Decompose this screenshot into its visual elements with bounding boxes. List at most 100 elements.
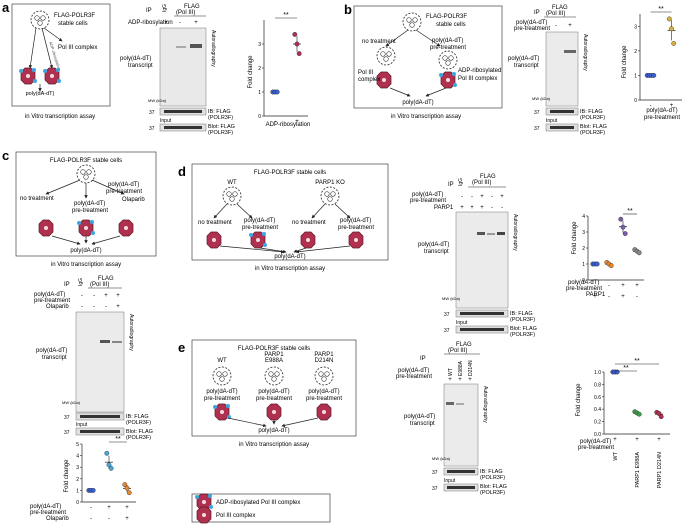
x-sign: -: [608, 294, 610, 300]
cell-icon: [30, 10, 50, 30]
data-point: [671, 41, 677, 46]
y-tick-label: 3: [258, 42, 261, 48]
treatment-label-3: PARP1: [434, 205, 454, 211]
legend-pol-label: Pol III complex: [216, 513, 255, 519]
y-axis-label: Fold change: [572, 221, 578, 255]
band: [460, 328, 504, 331]
input-label: Input: [76, 422, 88, 428]
significance-label: **: [627, 208, 633, 215]
sign: +: [480, 205, 484, 211]
x-sign: +: [593, 294, 597, 300]
sign: +: [104, 293, 108, 299]
complex-icon: [266, 403, 282, 421]
treat-label: poly(dA-dT): [244, 218, 275, 224]
mw-37: 37: [432, 470, 438, 476]
treat-label: poly(dA-dT): [206, 389, 237, 395]
y-tick-label: 0.6: [594, 395, 601, 401]
y-tick-label: 1: [76, 488, 79, 494]
cell-icon: [402, 12, 422, 32]
y-tick-label: 1: [258, 90, 261, 96]
sign: -: [105, 304, 107, 310]
sign: -: [501, 205, 503, 211]
data-point: [106, 462, 112, 468]
ib-label: IB: FLAG: [480, 469, 503, 475]
row-label-3: PARP1: [586, 292, 606, 298]
olaparib-label: Olaparib: [122, 197, 145, 203]
pol-label-2: complex: [358, 77, 380, 83]
mw-37: 37: [64, 415, 70, 421]
ib-label-2: (POLR3F): [126, 420, 151, 426]
ib-label-2: (POLR3F): [208, 115, 233, 121]
cell-icon: [264, 366, 284, 386]
transcript-label: poly(dA-dT): [508, 56, 539, 62]
transcript-label-2: transcript: [410, 421, 435, 427]
x-axis-label: ADP-ribosylation: [266, 122, 311, 128]
band: [190, 44, 202, 48]
mw-37: 37: [444, 312, 450, 318]
sign: -: [471, 194, 473, 200]
sign: +: [468, 377, 472, 383]
data-point: [122, 482, 128, 487]
lane-label: IgG: [78, 278, 84, 286]
data-point: [658, 414, 664, 420]
ip-label: IP: [146, 8, 152, 14]
sign: -: [491, 194, 493, 200]
ip-label: IP: [448, 182, 454, 188]
treat-label-2: pre-treatment: [204, 396, 240, 402]
band: [497, 232, 505, 235]
transcript-label-2: transcript: [128, 63, 153, 69]
category-label: WT: [613, 451, 619, 460]
band: [447, 486, 475, 489]
data-point: [636, 411, 642, 417]
legend: ADP-ribosylated Pol III complex Pol III …: [191, 493, 331, 524]
x-sign: -: [650, 103, 652, 109]
treatment-label-2: pre-treatment: [34, 298, 70, 304]
lane-label: E988A: [458, 360, 464, 376]
cell-icon: [320, 186, 340, 206]
blot-label: Blot: FLAG: [480, 484, 507, 490]
sign: +: [116, 304, 120, 310]
y-tick-label: 0: [258, 114, 261, 120]
y-tick-label: 0.2: [594, 420, 601, 426]
complex-icon: [196, 506, 212, 524]
sign: +: [194, 20, 198, 26]
band: [164, 110, 202, 113]
schematic-b-box: [353, 5, 503, 109]
band: [446, 402, 454, 405]
panel-letter-e: e: [178, 340, 185, 355]
autorad-label: Autoradiography: [128, 314, 134, 351]
sign: +: [460, 205, 464, 211]
cells-label-2: stable cells: [58, 21, 88, 27]
complex-icon: [118, 219, 134, 237]
ib-label: IB: FLAG: [510, 311, 533, 317]
ko-label: PARP1 KO: [315, 180, 345, 186]
transcript-label-2: transcript: [424, 249, 449, 255]
sign: -: [555, 23, 557, 29]
y-tick-label: 4: [76, 454, 79, 460]
cell-icon: [376, 46, 396, 66]
band: [564, 50, 576, 53]
row-label-3: Olaparib: [46, 516, 69, 522]
cell-icon: [212, 366, 232, 386]
schematic-c-box: [15, 151, 157, 257]
y-axis-label: Fold change: [64, 459, 70, 493]
x-axis-label-2: pre-treatment: [644, 115, 680, 121]
ip-group: FLAG: [552, 5, 568, 11]
band: [164, 126, 202, 129]
sign: -: [461, 194, 463, 200]
y-tick-label: 1.0: [594, 370, 601, 376]
input-label: Input: [160, 118, 172, 124]
assay-label: in Vitro transcription assay: [239, 442, 309, 448]
data-point: [614, 369, 620, 375]
transcript-label-2: transcript: [514, 63, 539, 69]
treat-label-2: pre-treatment: [256, 396, 292, 402]
complex-label: Pol III complex: [58, 45, 97, 51]
product-label: poly(dA-dT): [274, 254, 305, 260]
ib-label: IB: FLAG: [208, 109, 231, 115]
band: [112, 341, 122, 343]
x-sign: +: [621, 283, 625, 289]
blot-label-2: (POLR3F): [208, 130, 233, 136]
data-point: [622, 231, 628, 237]
sign: -: [93, 293, 95, 299]
